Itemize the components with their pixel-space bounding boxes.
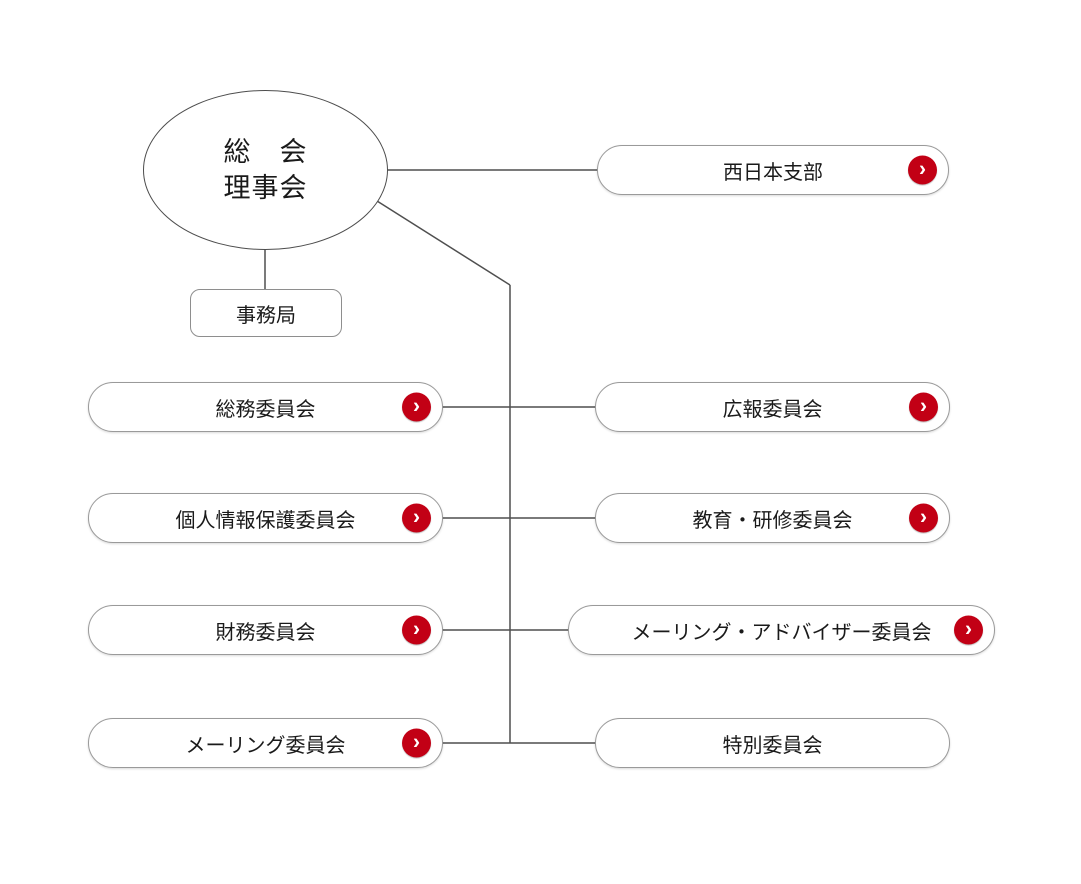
pill-label: メーリング委員会	[185, 734, 346, 757]
chevron-right-icon[interactable]: ›	[402, 728, 431, 758]
pill-label: メーリング・アドバイザー委員会	[631, 621, 932, 644]
pill-label: 総務委員会	[215, 398, 316, 421]
assembly-label: 総 会	[223, 136, 308, 167]
board-label: 理事会	[223, 173, 308, 203]
pill-label: 広報委員会	[722, 398, 823, 421]
pill-general-affairs-committee[interactable]: 総務委員会 ›	[88, 382, 443, 432]
pill-label: 個人情報保護委員会	[175, 509, 356, 532]
pill-mailing-advisor-committee[interactable]: メーリング・アドバイザー委員会 ›	[568, 605, 995, 655]
pill-mailing-committee[interactable]: メーリング委員会 ›	[88, 718, 443, 768]
chevron-right-icon[interactable]: ›	[402, 392, 431, 422]
pill-west-japan-branch[interactable]: 西日本支部 ›	[597, 145, 949, 195]
pill-special-committee: 特別委員会	[595, 718, 950, 768]
line-assembly-to-trunk	[376, 200, 511, 286]
chevron-right-icon[interactable]: ›	[909, 392, 938, 422]
pill-label: 西日本支部	[723, 161, 823, 184]
pill-label: 財務委員会	[215, 621, 316, 644]
assembly-board-node: 総 会 理事会	[143, 90, 388, 250]
chevron-right-icon[interactable]: ›	[402, 615, 431, 645]
chevron-right-icon[interactable]: ›	[402, 503, 431, 533]
pill-education-training-committee[interactable]: 教育・研修委員会 ›	[595, 493, 950, 543]
secretariat-node: 事務局	[190, 289, 342, 337]
pill-finance-committee[interactable]: 財務委員会 ›	[88, 605, 443, 655]
pill-label: 特別委員会	[722, 734, 823, 757]
pill-label: 教育・研修委員会	[692, 509, 853, 532]
pill-public-relations-committee[interactable]: 広報委員会 ›	[595, 382, 950, 432]
chevron-right-icon[interactable]: ›	[908, 155, 937, 185]
chevron-right-icon[interactable]: ›	[909, 503, 938, 533]
secretariat-label: 事務局	[236, 304, 296, 327]
pill-personal-info-protection-committee[interactable]: 個人情報保護委員会 ›	[88, 493, 443, 543]
chevron-right-icon[interactable]: ›	[954, 615, 983, 645]
